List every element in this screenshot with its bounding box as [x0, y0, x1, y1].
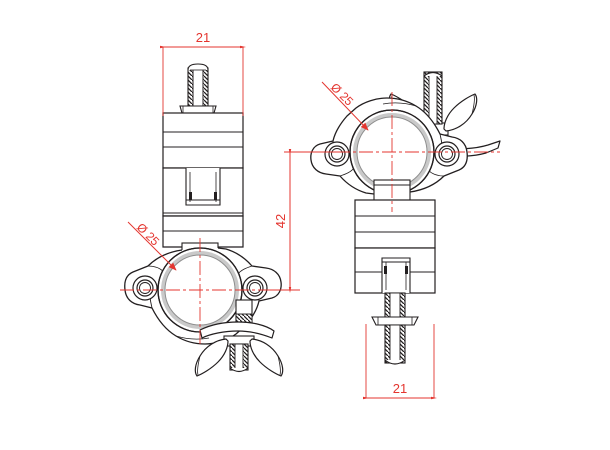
left-lower-body — [162, 215, 244, 248]
dimension-label-diameter-right: Ø 25 — [328, 80, 357, 109]
dimension-width-bottom: 21 — [363, 324, 437, 400]
left-lug-left — [132, 275, 158, 301]
left-upper-body — [162, 112, 244, 169]
right-lug-right — [434, 141, 460, 167]
left-clamp-view — [124, 63, 284, 377]
right-lower-body — [354, 199, 436, 249]
dimension-label-center-distance: 42 — [273, 214, 288, 228]
dimension-label-diameter-left: Ø 25 — [134, 220, 163, 249]
right-lug-left — [324, 141, 350, 167]
dimension-label-width-bottom: 21 — [393, 381, 407, 396]
dimension-width-top: 21 — [160, 30, 246, 116]
right-mid-fork — [354, 247, 436, 294]
left-wingnut-assembly — [194, 299, 284, 377]
right-clamp-view — [310, 71, 501, 365]
left-upper-stud — [179, 63, 217, 114]
left-mid-fork — [162, 167, 244, 217]
right-lower-stud — [371, 292, 419, 365]
dimension-label-width-top: 21 — [196, 30, 210, 45]
left-lug-right — [242, 275, 268, 301]
dimension-center-distance: 42 — [272, 149, 340, 293]
